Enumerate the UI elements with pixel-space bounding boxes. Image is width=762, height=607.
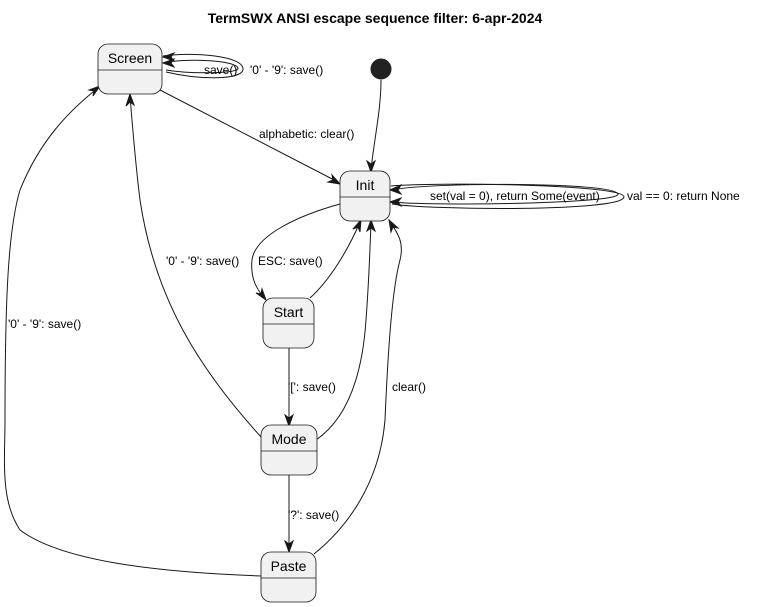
edge-start-to-init [309, 221, 361, 299]
arrowhead [255, 287, 268, 302]
label-screen-to-init: alphabetic: clear() [259, 127, 354, 141]
state-mode: Mode [260, 424, 318, 476]
arrowhead [388, 218, 400, 234]
arrowhead [352, 218, 362, 233]
arrowhead [125, 92, 136, 107]
edge-paste-to-screen [3, 87, 263, 577]
state-paste: Paste [260, 551, 317, 603]
edge-init-self-2 [390, 183, 625, 209]
arrowhead [365, 159, 377, 174]
edge-screen-self-1 [162, 59, 239, 74]
label-screen-self-1: save() [204, 63, 237, 77]
arrowhead [365, 218, 377, 233]
arrowhead [283, 539, 295, 554]
edge-mode-to-init [315, 221, 372, 441]
label-mode-to-screen: '0' - '9': save() [166, 254, 239, 268]
diagram-title: TermSWX ANSI escape sequence filter: 6-a… [208, 10, 543, 26]
state-label-paste: Paste [271, 558, 307, 574]
arrowhead [161, 51, 176, 63]
edge-paste-to-init [313, 221, 402, 555]
arrowhead [161, 57, 176, 69]
label-screen-self-2: '0' - '9': save() [250, 63, 323, 77]
label-init-self-2: val == 0: return None [627, 189, 740, 203]
label-paste-to-screen: '0' - '9': save() [8, 317, 81, 331]
state-start: Start [262, 297, 315, 349]
label-init-to-start: ESC: save() [258, 254, 323, 268]
edge-mode-to-screen [129, 95, 263, 439]
label-start-to-mode: '[': save() [288, 380, 336, 394]
arrowhead [87, 84, 102, 97]
arrowhead [326, 173, 342, 185]
transition-labels: save() '0' - '9': save() alphabetic: cle… [8, 63, 740, 522]
label-paste-to-init: clear() [392, 380, 426, 394]
state-label-start: Start [274, 304, 304, 320]
edge-initial-to-init [370, 79, 382, 171]
label-init-self-1: set(val = 0), return Some(event) [430, 189, 600, 203]
edge-screen-self-2 [162, 53, 244, 79]
state-label-mode: Mode [271, 431, 306, 447]
arrowhead [283, 413, 295, 428]
state-screen: Screen [97, 43, 163, 95]
state-label-init: Init [356, 177, 375, 193]
state-label-screen: Screen [108, 50, 152, 66]
edge-screen-to-init [159, 89, 339, 183]
label-mode-to-paste: '?': save() [288, 508, 339, 522]
initial-state-dot [370, 58, 392, 80]
state-init: Init [339, 170, 391, 222]
arrowhead [388, 196, 403, 208]
arrowhead [388, 183, 403, 196]
transition-edges [3, 51, 625, 577]
edge-init-to-start [251, 203, 341, 299]
edge-init-self-1 [390, 183, 619, 205]
